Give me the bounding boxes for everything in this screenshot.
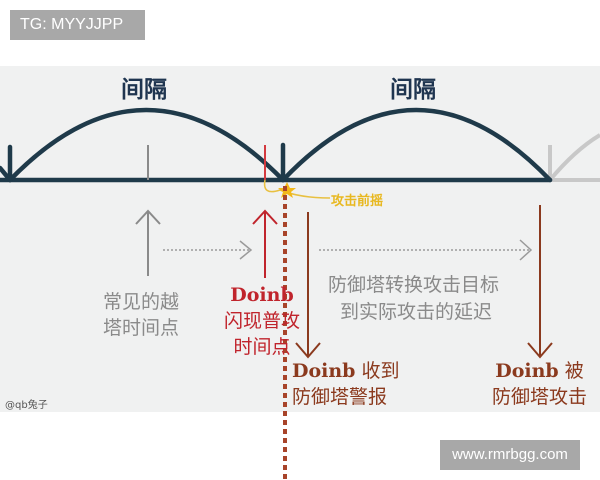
attacked-arrow <box>527 205 553 359</box>
timeline-axis <box>0 107 553 183</box>
windup-curve <box>263 179 331 199</box>
doinb-alert-suffix: 收到 <box>355 360 400 382</box>
tower-delay-label: 防御塔转换攻击目标 到实际攻击的延迟 <box>328 272 499 326</box>
author-credit: @qb兔子 <box>5 400 48 411</box>
common-dive-arrow <box>135 209 161 276</box>
flash-arrow <box>252 209 278 278</box>
windup-label: 攻击前摇 <box>331 194 384 209</box>
doinb-attacked-suffix: 被 <box>558 360 584 382</box>
doinb-alert-name: Doinb <box>292 360 356 382</box>
faded-next-interval <box>548 133 600 182</box>
doinb-attacked-name: Doinb <box>495 360 559 382</box>
dotted-arrow-1 <box>163 240 253 260</box>
watermark-top: TG: MYYJJPP <box>10 10 145 40</box>
doinb-flash-label: Doinb 闪现普攻 时间点 <box>212 282 312 360</box>
doinb-attacked-line-2: 防御塔攻击 <box>491 386 587 408</box>
diagram-panel <box>0 66 600 412</box>
doinb-alert-label: Doinb 收到 防御塔警报 <box>292 358 400 410</box>
interval-label-2: 间隔 <box>390 77 436 103</box>
dotted-arrow-2 <box>319 239 533 261</box>
doinb-alert-line-2: 防御塔警报 <box>292 386 388 408</box>
doinb-attacked-label: Doinb 被 防御塔攻击 <box>487 358 592 410</box>
doinb-flash-line-2: 闪现普攻 <box>223 310 300 332</box>
common-dive-label: 常见的越 塔时间点 <box>103 289 179 341</box>
common-dive-line-1: 常见的越 <box>103 291 180 313</box>
alert-arrow <box>295 212 321 359</box>
doinb-flash-name: Doinb <box>230 284 294 306</box>
interval-label-1: 间隔 <box>121 77 167 103</box>
tower-delay-line-2: 到实际攻击的延迟 <box>340 301 493 323</box>
tower-delay-line-1: 防御塔转换攻击目标 <box>328 274 500 296</box>
watermark-bottom: www.rmrbgg.com <box>440 440 580 470</box>
doinb-flash-line-3: 时间点 <box>233 336 291 358</box>
common-dive-line-2: 塔时间点 <box>103 317 180 339</box>
